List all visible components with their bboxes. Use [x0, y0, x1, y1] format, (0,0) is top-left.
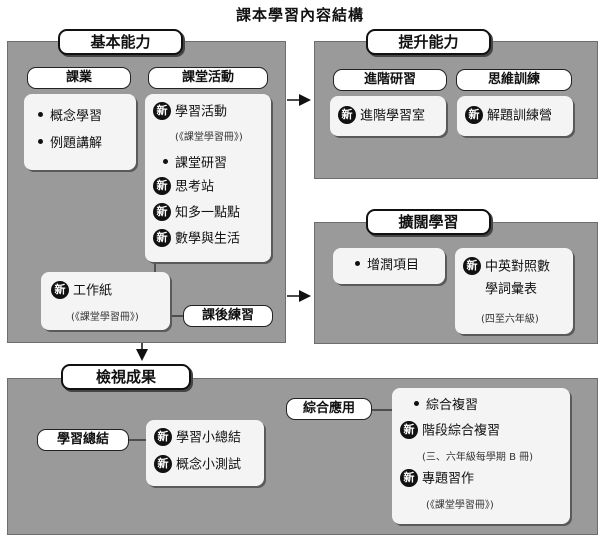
classroom-item-4: 新知多一點點 [153, 203, 240, 222]
apply-card: 綜合複習 新階段綜合複習 (三、六年級每學期 B 冊) 新專題習作 (《課堂學習… [392, 388, 570, 524]
bullet-icon [355, 261, 360, 266]
new-badge-icon: 新 [400, 421, 418, 439]
apply-item-2-note: (三、六年級每學期 B 冊) [422, 452, 534, 463]
expand-item-2-line2: 學詞彙表 [485, 282, 538, 297]
new-badge-icon: 新 [463, 257, 481, 275]
advanced-pill: 進階研習 [333, 69, 447, 91]
new-badge-icon: 新 [153, 177, 171, 195]
apply-item-3: 新專題習作 [400, 469, 474, 488]
classroom-pill: 課堂活動 [148, 67, 268, 89]
expand-item-2-note: (四至六年級) [481, 314, 539, 325]
summary-item-1: 新學習小總結 [154, 428, 241, 447]
new-badge-icon: 新 [153, 203, 171, 221]
bullet-icon [414, 401, 419, 406]
classroom-item-1-note: (《課堂學習冊》) [175, 132, 243, 143]
worksheet-card: 新工作紙 (《課堂學習冊》) [41, 272, 170, 330]
classroom-card: 新學習活動 (《課堂學習冊》) 課堂研習 新思考站 新知多一點點 新數學與生活 [145, 94, 271, 262]
homework-pill: 課後練習 [183, 305, 273, 327]
bullet-icon [38, 139, 43, 144]
apply-item-2: 新階段綜合複習 [400, 421, 500, 440]
advanced-item: 新進階學習室 [338, 106, 425, 125]
new-badge-icon: 新 [338, 106, 356, 124]
classroom-item-1: 新學習活動 [153, 102, 227, 121]
advance-tab: 提升能力 [366, 29, 491, 55]
apply-item-3-note: (《課堂學習冊》) [426, 500, 494, 511]
apply-item-1: 綜合複習 [414, 398, 478, 414]
expand-item-1: 增潤項目 [355, 258, 419, 274]
lesson-item-2: 例題講解 [38, 136, 102, 152]
thinking-card: 新解題訓練營 [457, 96, 573, 136]
new-badge-icon: 新 [465, 106, 483, 124]
advanced-card: 新進階學習室 [330, 96, 446, 136]
expand-item-2: 新中英對照數 [463, 257, 550, 276]
thinking-item: 新解題訓練營 [465, 106, 552, 125]
expand-card-1: 增潤項目 [333, 248, 445, 284]
apply-pill: 綜合應用 [286, 398, 372, 420]
basic-tab: 基本能力 [58, 29, 183, 55]
expand-tab: 擴闊學習 [366, 209, 491, 235]
expand-card-2: 新中英對照數 學詞彙表 (四至六年級) [455, 248, 573, 334]
new-badge-icon: 新 [153, 229, 171, 247]
worksheet-note: (《課堂學習冊》) [71, 312, 139, 323]
new-badge-icon: 新 [154, 428, 172, 446]
diagram-title: 課本學習內容結構 [235, 6, 364, 24]
worksheet-item: 新工作紙 [51, 281, 112, 300]
new-badge-icon: 新 [153, 102, 171, 120]
classroom-item-3: 新思考站 [153, 177, 214, 196]
summary-pill: 學習總結 [37, 429, 129, 451]
lesson-card: 概念學習 例題講解 [24, 94, 136, 170]
classroom-item-2: 課堂研習 [163, 156, 227, 172]
thinking-pill: 思維訓練 [456, 69, 572, 91]
lesson-item-1: 概念學習 [38, 109, 102, 125]
classroom-item-5: 新數學與生活 [153, 229, 240, 248]
summary-card: 新學習小總結 新概念小測試 [146, 420, 264, 486]
bullet-icon [163, 159, 168, 164]
bullet-icon [38, 112, 43, 117]
summary-item-2: 新概念小測試 [154, 455, 241, 474]
review-tab: 檢視成果 [61, 364, 191, 390]
lesson-pill: 課業 [27, 67, 131, 89]
new-badge-icon: 新 [51, 281, 69, 299]
new-badge-icon: 新 [400, 469, 418, 487]
new-badge-icon: 新 [154, 455, 172, 473]
